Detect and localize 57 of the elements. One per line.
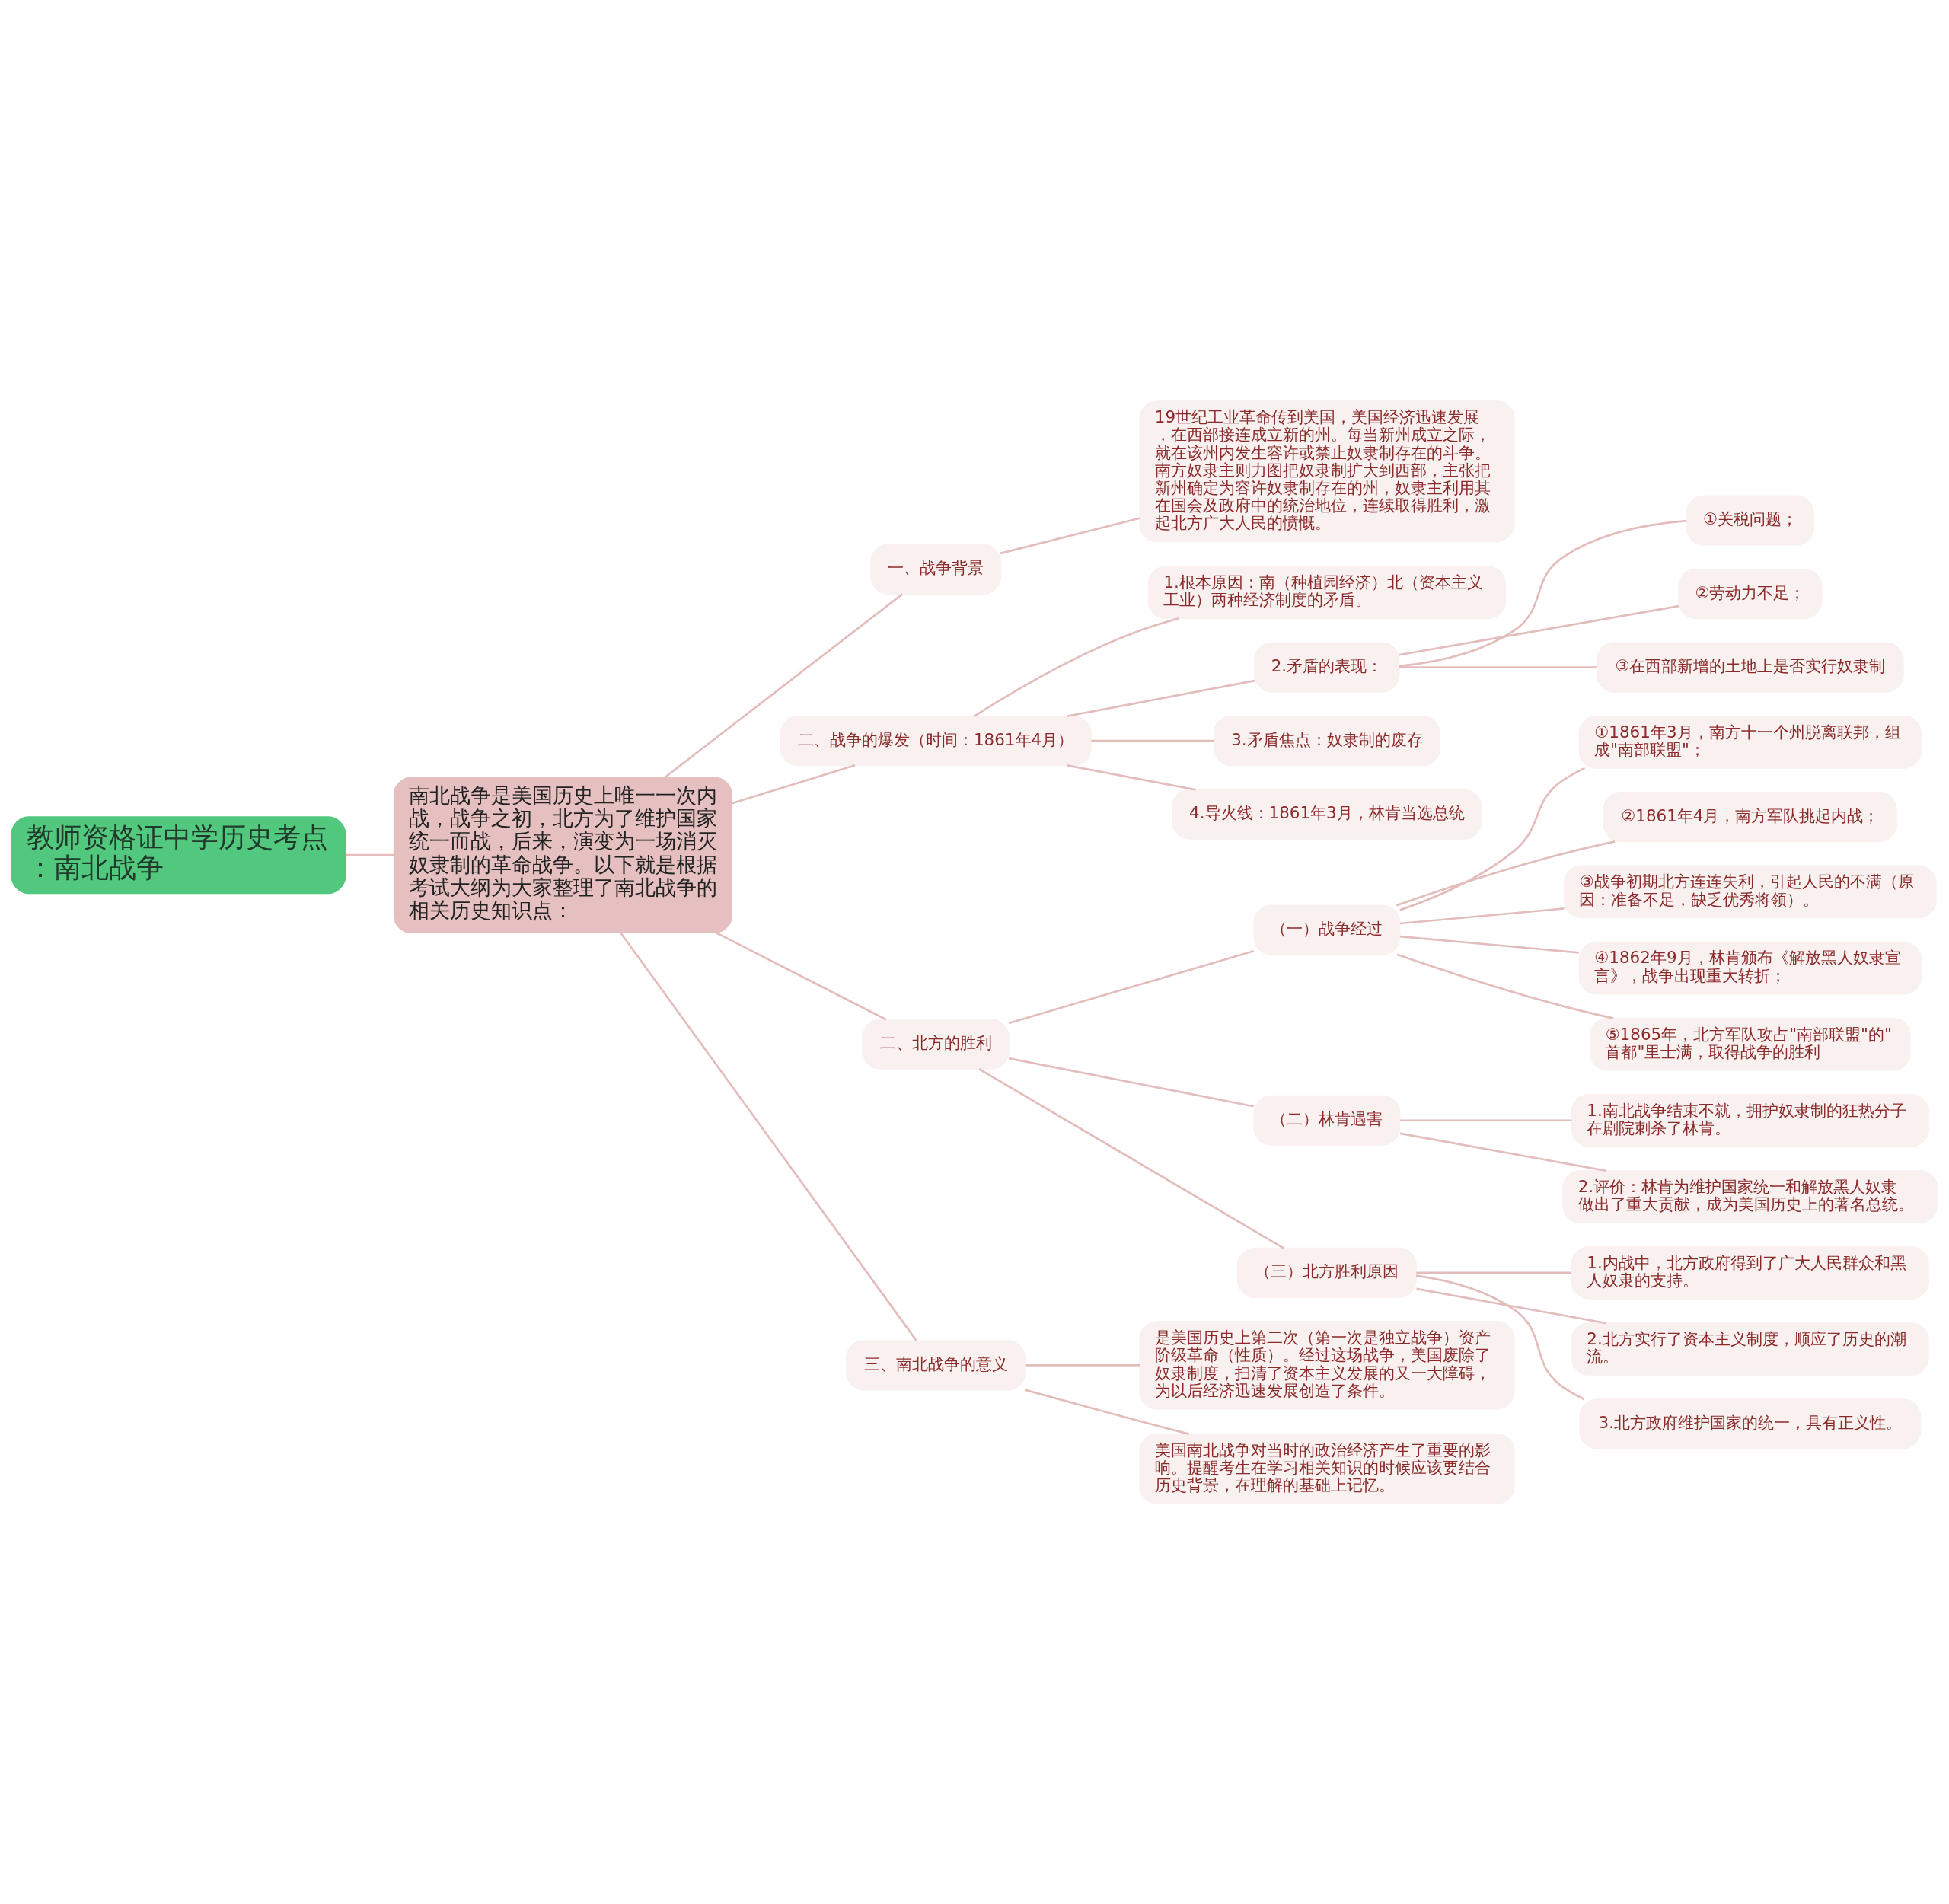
connector: [1067, 679, 1255, 717]
node-box: 19世纪工业革命传到美国，美国经济迅速发展，在西部接连成立新的州。每当新州成立之际，就在该州内发生容许或禁止奴隶制存在的斗争。南方奴隶主则力图把奴隶制扩大到西部，主张把新州确定为容许奴隶制存在的州，奴隶主利用其在国会及政府中的统治地位，连续取得胜利，激起北方广大人民的愤慨。: [1139, 400, 1515, 542]
connector: [1399, 604, 1679, 656]
connector: [1008, 949, 1254, 1024]
connector: [1416, 1274, 1585, 1400]
connector: [978, 1067, 1284, 1249]
node-box: 1.根本原因：南（种植园经济）北（资本主义工业）两种经济制度的矛盾。: [1147, 565, 1506, 619]
connector: [1416, 1287, 1606, 1324]
node-box: ②1861年4月，南方军队挑起内战；: [1603, 791, 1897, 842]
connector: [1396, 840, 1616, 907]
connector: [1008, 1057, 1254, 1107]
node-box: 3.北方政府维护国家的统一，具有正义性。: [1579, 1398, 1922, 1449]
node-box: 2.矛盾的表现：: [1254, 642, 1400, 693]
connector: [1091, 739, 1214, 742]
node-box: 2.北方实行了资本主义制度，顺应了历史的潮流。: [1571, 1322, 1929, 1376]
connector: [664, 592, 904, 778]
node-box: 南北战争是美国历史上唯一一次内战，战争之初，北方为了维护国家统一而战，后来，演变为一场消灭奴隶制的革命战争。以下就是根据考试大纲为大家整理了南北战争的相关历史知识点：: [393, 776, 732, 933]
connector: [1399, 935, 1579, 954]
node-box: 一、战争背景: [870, 544, 1001, 595]
connector: [620, 932, 917, 1341]
connector: [1400, 1118, 1572, 1121]
connector: [1399, 1132, 1606, 1172]
connector: [1067, 764, 1196, 791]
connector: [1416, 1271, 1572, 1274]
connector: [974, 617, 1179, 717]
connector: [1399, 519, 1687, 667]
connector: [1399, 665, 1597, 668]
node-box: 二、战争的爆发（时间：1861年4月）: [780, 715, 1092, 766]
node-box: ②劳动力不足；: [1678, 568, 1823, 619]
node-box: （一）战争经过: [1253, 904, 1401, 955]
connector: [716, 931, 887, 1020]
connector: [1000, 516, 1140, 554]
node-box: 2.评价：林肯为维护国家统一和解放黑人奴隶做出了重大贡献，成为美国历史上的著名总统。: [1562, 1169, 1938, 1223]
node-box: 教师资格证中学历史考点：南北战争: [11, 815, 346, 894]
node-box: 是美国历史上第二次（第一次是独立战争）资产阶级革命（性质）。经过这场战争，美国废除了奴隶制度，扫清了资本主义发展的又一大障碍，为以后经济迅速发展创造了条件。: [1139, 1320, 1515, 1410]
connector: [1024, 1388, 1190, 1435]
node-box: ①1861年3月，南方十一个州脱离联邦，组成"南部联盟"；: [1578, 715, 1922, 769]
node-box: 4.导火线：1861年3月，林肯当选总统: [1172, 789, 1482, 840]
connector: [345, 853, 394, 856]
node-box: ⑤1865年，北方军队攻占"南部联盟"的"首都"里士满，取得战争的胜利: [1589, 1017, 1911, 1070]
connector: [1025, 1363, 1140, 1367]
node-box: ①关税问题；: [1686, 494, 1814, 546]
connector: [1399, 767, 1586, 911]
connector: [732, 764, 856, 804]
node-box: 美国南北战争对当时的政治经济产生了重要的影响。提醒考生在学习相关知识的时候应该要结合历史背景，在理解的基础上记忆。: [1139, 1433, 1515, 1504]
node-box: 3.矛盾焦点：奴隶制的废存: [1213, 715, 1441, 766]
node-box: ③战争初期北方连连失利，引起人民的不满（原因：准备不足，缺乏优秀将领）。: [1563, 865, 1937, 918]
connector: [1399, 907, 1565, 924]
node-box: （三）北方胜利原因: [1236, 1247, 1417, 1298]
connector: [1396, 953, 1614, 1019]
node-box: （二）林肯遇害: [1253, 1095, 1401, 1146]
node-box: ③在西部新增的土地上是否实行奴隶制: [1596, 642, 1904, 693]
node-box: 二、北方的胜利: [862, 1019, 1010, 1070]
node-box: 1.内战中，北方政府得到了广大人民群众和黑人奴隶的支持。: [1571, 1245, 1929, 1300]
node-box: 1.南北战争结束不就，拥护奴隶制的狂热分子在剧院刺杀了林肯。: [1571, 1093, 1929, 1147]
node-box: ④1862年9月，林肯颁布《解放黑人奴隶宣言》，战争出现重大转折；: [1578, 941, 1922, 994]
node-box: 三、南北战争的意义: [846, 1339, 1026, 1390]
